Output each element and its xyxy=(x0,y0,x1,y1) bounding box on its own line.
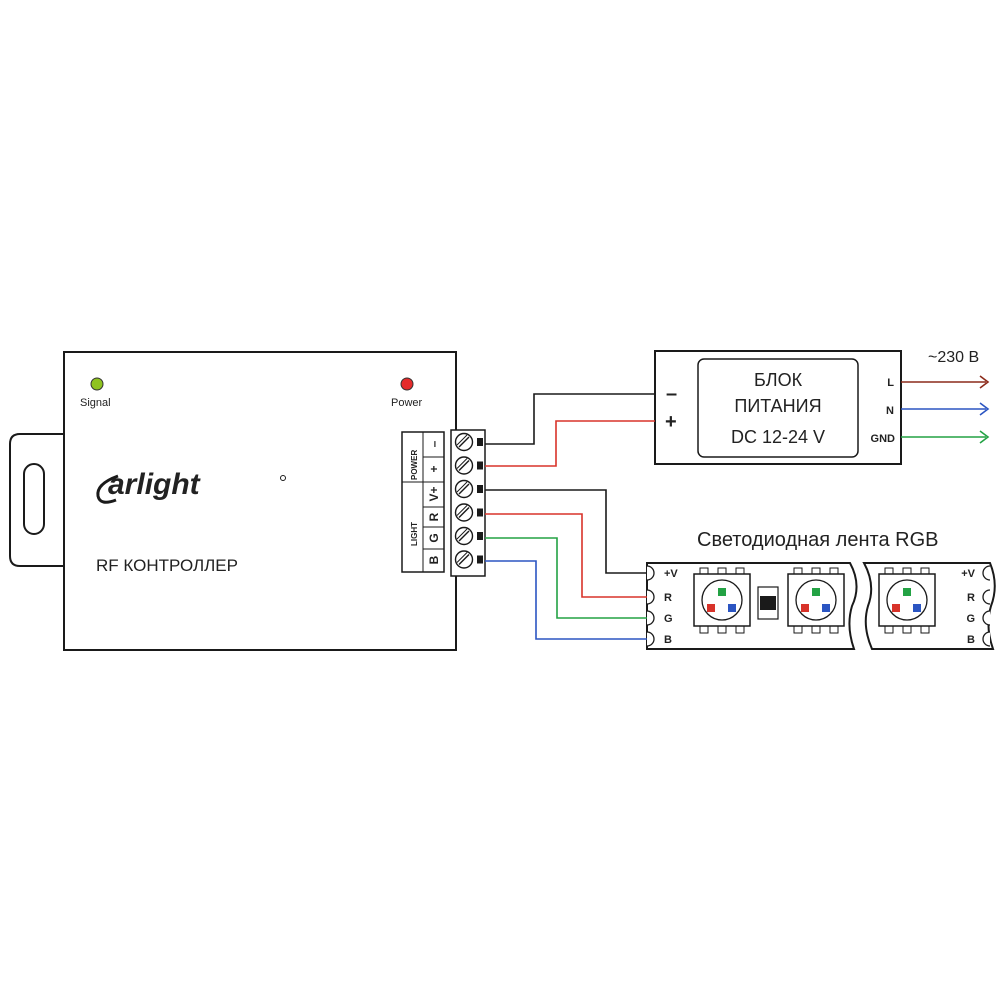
strip-pin-label-right: R xyxy=(967,592,975,604)
rgb-led-chip-icon xyxy=(787,567,845,634)
power-supply-line1: БЛОК xyxy=(754,370,803,390)
arrow-l-icon xyxy=(979,375,990,389)
wire-blue-b xyxy=(485,560,647,640)
strip-pad-right xyxy=(982,610,991,626)
power-led xyxy=(400,377,414,391)
strip-pad-right xyxy=(982,565,991,581)
strip-title: Светодиодная лента RGB xyxy=(697,529,938,551)
terminal-label-block: POWER LIGHT – + V+ R G B xyxy=(401,431,445,573)
power-supply-line3: DC 12-24 V xyxy=(731,427,825,447)
psu-plus-label: + xyxy=(665,411,677,433)
strip-pin-label-left: +V xyxy=(664,568,678,580)
terminal-label: + xyxy=(427,465,441,472)
terminal-label: G xyxy=(427,533,441,542)
arlight-logo: arlight xyxy=(96,468,286,504)
terminal-group-power: POWER xyxy=(410,450,419,480)
strip-pin-label-right: G xyxy=(966,613,975,625)
psu-input-n: N xyxy=(886,405,894,417)
arrow-gnd-icon xyxy=(979,430,990,444)
terminal-screw-icon xyxy=(454,550,483,569)
signal-led xyxy=(90,377,104,391)
strip-pad-right xyxy=(982,631,991,647)
controller-title: RF КОНТРОЛЛЕР xyxy=(96,556,238,575)
terminal-screw-icon xyxy=(454,432,483,452)
registered-mark-icon xyxy=(280,475,286,481)
strip-pin-label-right: +V xyxy=(961,568,975,580)
terminal-screw-icon xyxy=(454,456,483,475)
strip-pin-label-left: G xyxy=(664,613,673,625)
strip-pin-label-left: B xyxy=(664,634,672,646)
terminal-screw-icon xyxy=(454,526,483,546)
arlight-swoosh-icon xyxy=(96,474,119,504)
arrow-n-icon xyxy=(979,402,990,416)
strip-pad-right xyxy=(982,589,991,605)
strip-pin-label-right: B xyxy=(967,634,975,646)
wire-red-r xyxy=(485,513,647,598)
brand-logo-text: arlight xyxy=(108,468,202,501)
wires xyxy=(485,375,990,640)
controller-body xyxy=(63,351,457,651)
terminal-screw-icon xyxy=(454,479,483,499)
psu-input-gnd: GND xyxy=(871,433,896,445)
mounting-slot xyxy=(23,463,45,535)
strip-pad-left xyxy=(646,589,655,605)
terminal-label: R xyxy=(427,512,441,521)
wire-black-v xyxy=(485,489,647,574)
terminal-label: B xyxy=(427,555,441,564)
wire-red-plus xyxy=(485,420,655,467)
wire-black-minus xyxy=(485,393,655,445)
wire-green-g xyxy=(485,537,647,619)
mains-voltage-label: ~230 В xyxy=(928,349,979,366)
terminal-label: V+ xyxy=(427,486,441,501)
power-supply-panel xyxy=(697,358,859,458)
terminal-screw-icon xyxy=(454,503,483,522)
strip-pad-left xyxy=(646,610,655,626)
rf-controller: Signal Power arlight RF КОНТРОЛЛЕР POWER… xyxy=(9,351,486,651)
signal-label: Signal xyxy=(80,397,111,409)
power-supply: БЛОК ПИТАНИЯ DC 12-24 V – + L N GND ~230… xyxy=(654,349,979,465)
strip-pad-left xyxy=(646,631,655,647)
psu-input-l: L xyxy=(887,377,894,389)
power-supply-line2: ПИТАНИЯ xyxy=(734,396,821,416)
terminal-label: – xyxy=(427,440,441,447)
psu-minus-label: – xyxy=(666,383,677,405)
screw-terminal-block xyxy=(450,429,486,577)
power-label: Power xyxy=(391,397,423,409)
strip-pin-label-left: R xyxy=(664,592,672,604)
rgb-led-chip-icon xyxy=(878,567,936,634)
rgb-led-chip-icon xyxy=(693,567,751,634)
strip-pad-left xyxy=(646,565,655,581)
terminal-group-light: LIGHT xyxy=(410,522,419,546)
